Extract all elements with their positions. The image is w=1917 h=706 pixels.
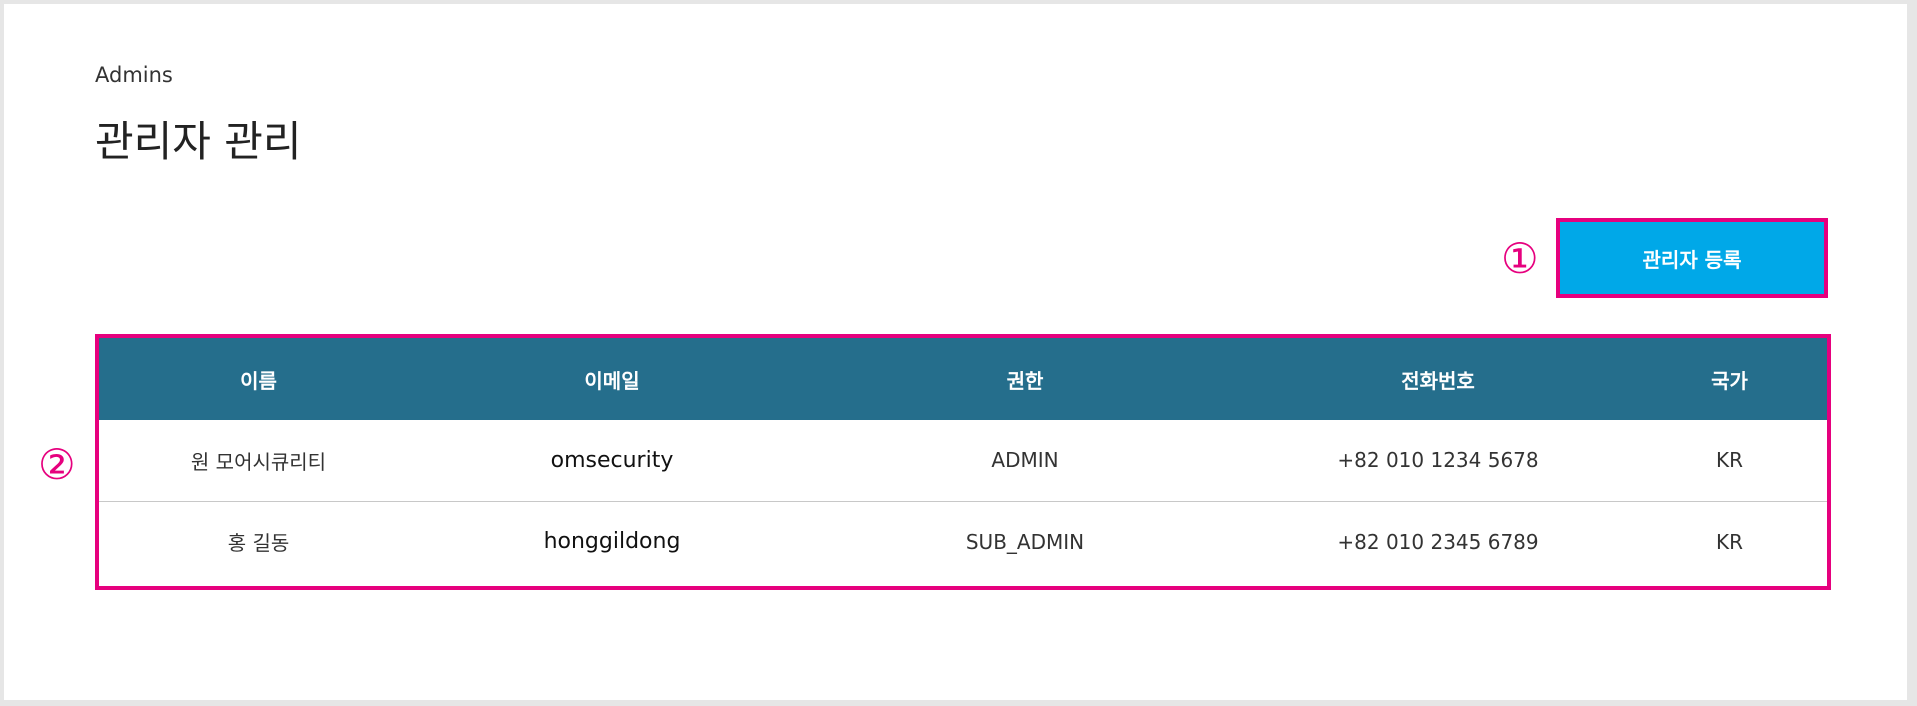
column-header-country: 국가 <box>1711 368 1748 393</box>
cell-name: 홍 길동 <box>99 500 418 582</box>
cell-email: honggildong <box>418 500 806 582</box>
breadcrumb[interactable]: Admins <box>95 63 173 87</box>
register-button-highlight: 관리자 등록 <box>1556 218 1828 298</box>
admin-table: 이름 이메일 권한 전화번호 국가 원 모어시큐리티 omsecurity AD… <box>99 338 1827 582</box>
column-header-name: 이름 <box>240 368 277 393</box>
table-header-row: 이름 이메일 권한 전화번호 국가 <box>99 338 1827 420</box>
table-row[interactable]: 원 모어시큐리티 omsecurity ADMIN +82 010 1234 5… <box>99 420 1827 501</box>
column-header-email: 이메일 <box>584 368 640 393</box>
table-row[interactable]: 홍 길동 honggildong SUB_ADMIN +82 010 2345 … <box>99 500 1827 582</box>
admin-table-highlight: 이름 이메일 권한 전화번호 국가 원 모어시큐리티 omsecurity AD… <box>95 334 1831 590</box>
cell-phone: +82 010 2345 6789 <box>1244 500 1632 582</box>
register-admin-button[interactable]: 관리자 등록 <box>1560 222 1824 294</box>
cell-email: omsecurity <box>550 447 674 473</box>
annotation-marker-1: ① <box>1501 234 1539 283</box>
page-title: 관리자 관리 <box>95 117 302 166</box>
admin-page: Admins 관리자 관리 ① 관리자 등록 ② 이름 이메일 권한 전화번호 … <box>4 4 1907 700</box>
column-header-role: 권한 <box>1006 368 1044 393</box>
cell-phone: +82 010 1234 5678 <box>1337 448 1539 473</box>
annotation-marker-2: ② <box>38 440 76 489</box>
cell-country: KR <box>1632 500 1827 582</box>
column-header-phone: 전화번호 <box>1401 368 1475 393</box>
cell-name: 원 모어시큐리티 <box>190 449 327 474</box>
cell-role: SUB_ADMIN <box>806 500 1244 582</box>
cell-country: KR <box>1715 448 1743 473</box>
cell-role: ADMIN <box>991 448 1059 473</box>
